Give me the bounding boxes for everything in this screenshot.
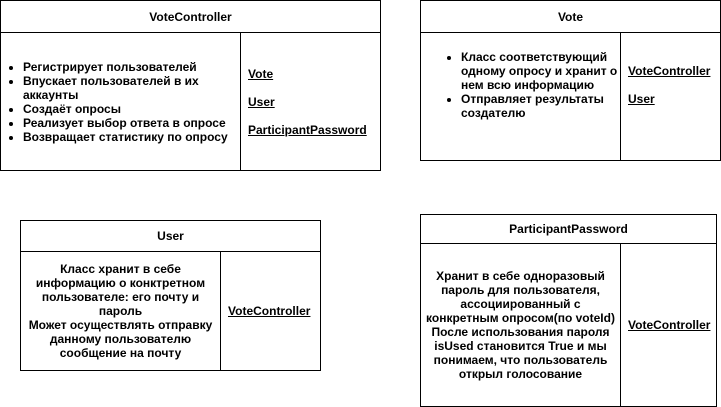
vote-collaborators: VoteController User — [621, 33, 720, 160]
user-card: User Класс хранит в себе информацию о ко… — [20, 220, 321, 371]
user-responsibilities: Класс хранит в себе информацию о конктре… — [21, 252, 221, 370]
responsibility-item: Реализует выбор ответа в опросе — [23, 116, 234, 130]
responsibility-item: Регистрирует пользователей — [23, 60, 234, 74]
participant-password-card: ParticipantPassword Хранит в себе однора… — [420, 214, 717, 407]
user-description-info: Класс хранит в себе информацию о конктре… — [35, 262, 206, 318]
vote-responsibilities: Класс соответствующий одному опросу и хр… — [421, 33, 621, 160]
collaborator-link-vote-controller[interactable]: VoteController — [628, 318, 711, 332]
vote-controller-collaborators: Vote User ParticipantPassword — [241, 33, 380, 170]
user-collaborators: VoteController — [221, 252, 320, 370]
participant-password-description-usage: После использования пароля isUsed станов… — [431, 325, 610, 381]
vote-controller-responsibilities: Регистрирует пользователей Впускает поль… — [1, 33, 241, 170]
collaborator-link-user[interactable]: User — [248, 94, 275, 109]
collaborator-link-vote-controller[interactable]: VoteController — [228, 304, 311, 318]
collaborator-link-user[interactable]: User — [628, 92, 655, 106]
vote-card: Vote Класс соответствующий одному опросу… — [420, 0, 721, 161]
collaborator-link-vote-controller[interactable]: VoteController — [628, 64, 711, 78]
user-title: User — [21, 221, 320, 252]
vote-controller-card: VoteController Регистрирует пользователе… — [0, 0, 381, 171]
collaborator-link-vote[interactable]: Vote — [248, 66, 274, 81]
vote-controller-title: VoteController — [1, 1, 380, 33]
participant-password-description-storage: Хранит в себе одноразовый пароль для пол… — [426, 269, 615, 325]
responsibility-item: Возвращает статистику по опросу — [23, 130, 234, 144]
responsibility-item: Впускает пользователей в их аккаунты — [23, 74, 234, 102]
vote-title: Vote — [421, 1, 720, 33]
user-description-mail: Может осуществлять отправку данному поль… — [28, 318, 213, 360]
responsibility-item: Создаёт опросы — [23, 102, 234, 116]
participant-password-collaborators: VoteController — [621, 244, 716, 406]
responsibility-item: Класс соответствующий одному опросу и хр… — [461, 50, 618, 92]
collaborator-link-participant-password[interactable]: ParticipantPassword — [248, 122, 367, 137]
participant-password-responsibilities: Хранит в себе одноразовый пароль для пол… — [421, 244, 621, 406]
responsibility-item: Отправляет результаты создателю — [461, 92, 618, 120]
participant-password-title: ParticipantPassword — [421, 215, 716, 244]
